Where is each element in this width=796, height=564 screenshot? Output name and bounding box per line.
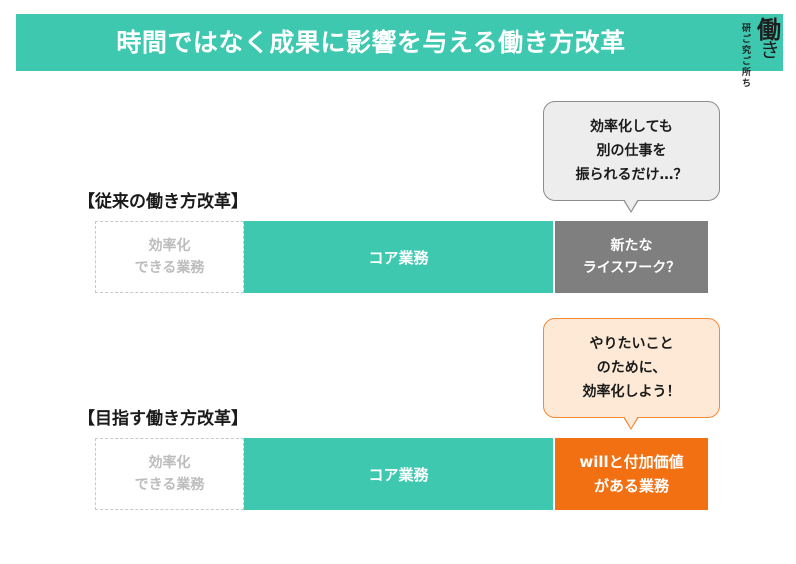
- bubble-tail-fill: [624, 416, 638, 428]
- speech-bubble-traditional: 効率化しても 別の仕事を 振られるだけ…？: [543, 101, 720, 201]
- box-line: がある業務: [593, 477, 669, 495]
- bubble-line: やりたいこと: [589, 336, 674, 352]
- efficiency-box-traditional: 効率化 できる業務: [95, 221, 244, 293]
- box-line: できる業務: [134, 260, 205, 276]
- new-work-box: 新たな ライスワーク？: [555, 221, 708, 293]
- logo: 研ご究ご所ち 働 き: [742, 16, 786, 89]
- header-banner: 時間ではなく成果に影響を与える働き方改革 研ご究ご所ち 働 き: [16, 14, 786, 89]
- page-title: 時間ではなく成果に影響を与える働き方改革: [116, 28, 626, 57]
- box-line: 効率化: [148, 455, 191, 471]
- section-title-target: 【目指す働き方改革】: [78, 409, 248, 429]
- bubble-line: 効率化しても: [590, 119, 673, 135]
- logo-big-text-2: き: [760, 38, 780, 62]
- core-work-box-target: コア業務: [244, 438, 553, 510]
- logo-small-text: 研ご究ご所ち: [742, 24, 752, 89]
- box-line: willと付加価値: [579, 453, 684, 471]
- box-line: ライスワーク？: [582, 260, 681, 276]
- logo-big-text: 働: [757, 16, 781, 44]
- bubble-line: のために、: [596, 360, 667, 376]
- box-line: できる業務: [134, 477, 205, 493]
- bubble-line: 振られるだけ…？: [575, 167, 688, 183]
- section-title-traditional: 【従来の働き方改革】: [78, 192, 248, 212]
- box-line: 効率化: [148, 238, 191, 254]
- core-work-box-traditional: コア業務: [244, 221, 553, 293]
- will-value-box: willと付加価値 がある業務: [555, 438, 708, 510]
- efficiency-box-target: 効率化 できる業務: [95, 438, 244, 510]
- bubble-line: 効率化しよう！: [582, 384, 681, 400]
- bubble-tail-fill: [624, 199, 638, 211]
- speech-bubble-target: やりたいこと のために、 効率化しよう！: [543, 318, 720, 418]
- box-line: 新たな: [610, 238, 653, 254]
- bubble-line: 別の仕事を: [596, 143, 667, 159]
